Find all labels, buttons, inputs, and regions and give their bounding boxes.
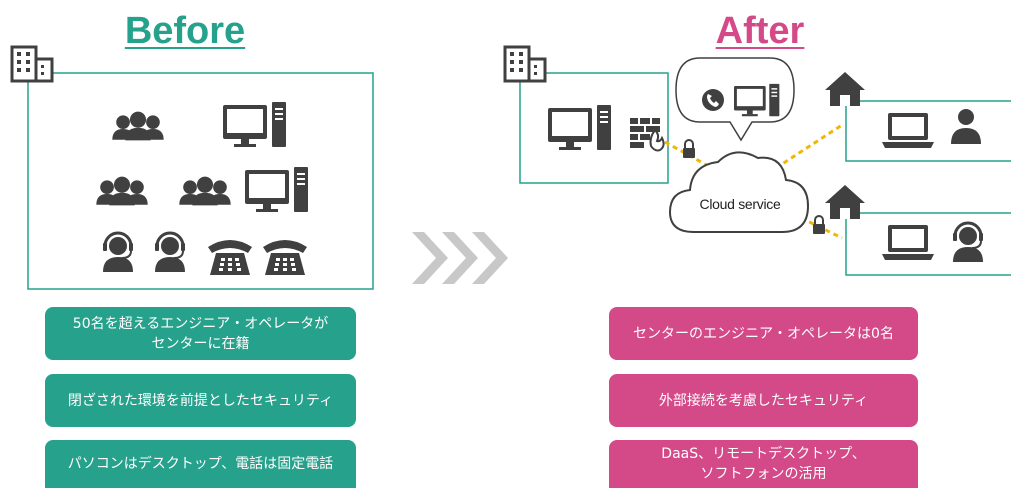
user-icon — [951, 109, 981, 144]
people-group-icon — [179, 177, 230, 206]
lock-icon — [812, 215, 826, 235]
desk-phone-icon — [208, 240, 252, 275]
before-point-3: パソコンはデスクトップ、電話は固定電話 — [45, 440, 356, 488]
laptop-icon — [882, 225, 934, 260]
firewall-icon — [630, 118, 665, 152]
home-icon — [825, 185, 865, 219]
cloud-service-label: Cloud service — [699, 196, 781, 212]
headset-operator-icon — [101, 231, 135, 274]
before-title: Before — [124, 10, 246, 52]
remote-home-box — [845, 100, 1011, 162]
building-icon — [503, 45, 547, 83]
before-office-box — [27, 72, 374, 290]
remote-home-box — [845, 212, 1011, 276]
cloud-icon — [668, 151, 810, 233]
after-office-box — [519, 72, 669, 184]
after-title: After — [715, 10, 805, 52]
desk-phone-icon — [263, 240, 307, 275]
after-point-3: DaaS、リモートデスクトップ、 ソフトフォンの活用 — [609, 440, 918, 488]
lock-icon — [682, 139, 696, 159]
desktop-computer-icon — [245, 167, 308, 212]
home-icon — [825, 72, 865, 106]
laptop-icon — [882, 113, 934, 148]
after-point-2: 外部接続を考慮したセキュリティ — [609, 374, 918, 427]
building-icon — [10, 45, 54, 83]
phone-icon — [702, 89, 724, 111]
after-point-1: センターのエンジニア・オペレータは0名 — [609, 307, 918, 360]
people-group-icon — [96, 177, 147, 206]
before-point-1: 50名を超えるエンジニア・オペレータが センターに在籍 — [45, 307, 356, 360]
before-point-2: 閉ざされた環境を前提としたセキュリティ — [45, 374, 356, 427]
desktop-computer-icon — [548, 105, 611, 150]
headset-operator-icon — [153, 231, 187, 274]
chevron-arrow-icon — [412, 232, 508, 284]
headset-operator-icon — [951, 221, 985, 264]
desktop-computer-icon — [223, 102, 286, 147]
people-group-icon — [112, 112, 163, 141]
